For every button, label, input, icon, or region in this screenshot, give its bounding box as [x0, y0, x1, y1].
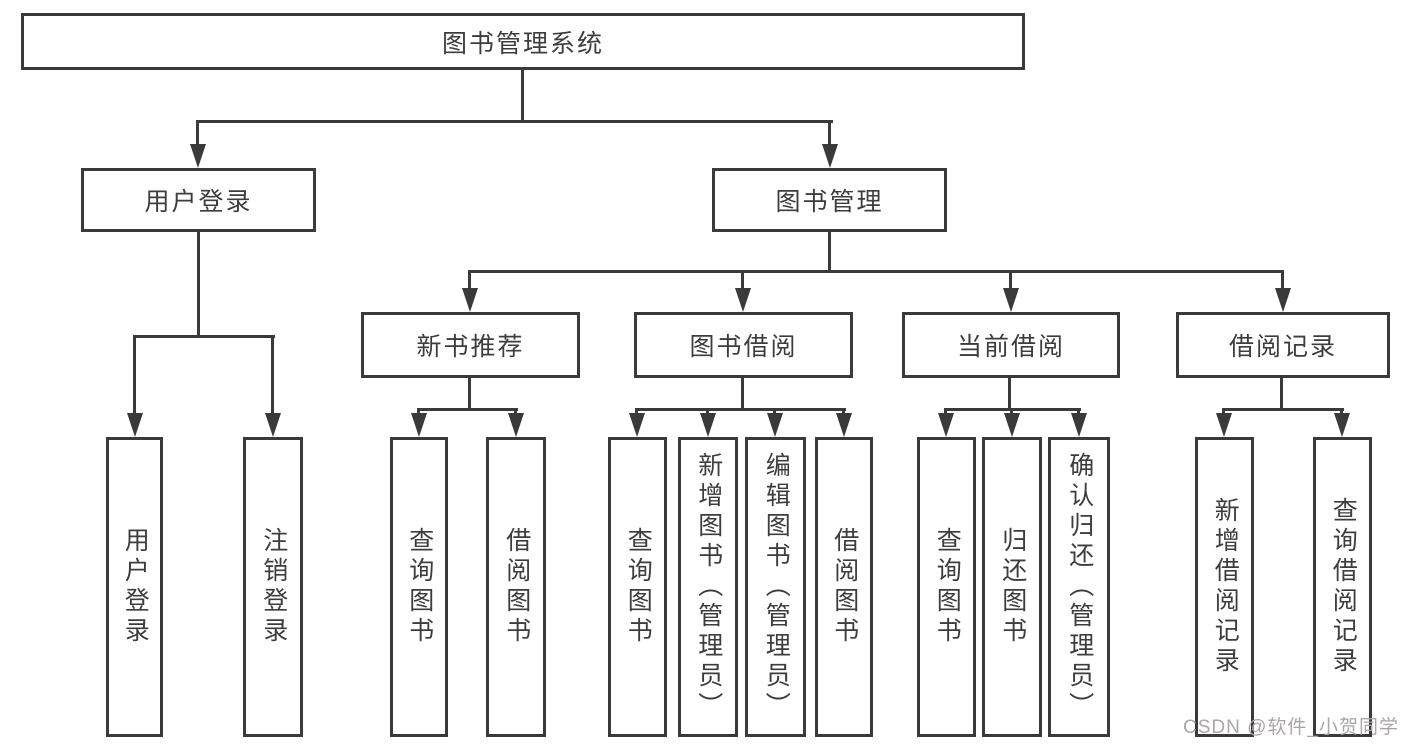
connector-br-add-drop	[1222, 408, 1225, 417]
leaf-bb-edit-books-admin: 编辑图书（管理员）	[745, 437, 806, 737]
leaf-cb-return-books-label: 归还图书	[998, 527, 1027, 647]
leaf-bb-add-books-admin: 新增图书（管理员）	[678, 437, 738, 737]
arrowhead-new-book	[462, 288, 478, 312]
arrowhead-cb-return	[1004, 413, 1020, 437]
connector-user-login-rail	[133, 335, 275, 338]
arrowhead-book-mgmt	[822, 144, 838, 168]
leaf-cb-return-books: 归还图书	[982, 437, 1042, 737]
leaf-cb-confirm-return-admin-label: 确认归还（管理员）	[1065, 452, 1094, 722]
leaf-cb-query-books: 查询图书	[917, 437, 976, 737]
connector-book-mgmt-drop	[828, 120, 831, 147]
node-book-management: 图书管理	[712, 168, 947, 232]
connector-current-borrow-stub	[1008, 378, 1011, 408]
leaf-nb-query-books-label: 查询图书	[405, 527, 434, 647]
arrowhead-leaf-user-login	[127, 413, 143, 437]
connector-level3-rail	[468, 270, 1284, 273]
arrowhead-user-login	[190, 144, 206, 168]
csdn-watermark: CSDN @软件_小贺同学	[1183, 717, 1399, 738]
node-current-borrowing-label: 当前借阅	[956, 333, 1065, 361]
leaf-user-login-label: 用户登录	[121, 527, 150, 647]
node-root: 图书管理系统	[21, 13, 1025, 70]
connector-new-book-stub	[468, 378, 471, 408]
arrowhead-bb-query	[629, 413, 645, 437]
leaf-br-query-record: 查询借阅记录	[1313, 437, 1372, 737]
arrowhead-leaf-logout	[265, 413, 281, 437]
leaf-nb-borrow-books-label: 借阅图书	[502, 527, 531, 647]
leaf-cb-query-books-label: 查询图书	[933, 527, 962, 647]
arrowhead-bb-edit	[767, 413, 783, 437]
connector-nb-borrow-drop	[514, 408, 517, 417]
connector-new-book-rail	[417, 408, 518, 411]
arrowhead-current-borrow	[1003, 288, 1019, 312]
connector-leaf-logout-drop	[271, 335, 274, 415]
connector-cb-confirm-drop	[1077, 408, 1080, 417]
arrowhead-book-borrow	[735, 288, 751, 312]
leaf-nb-borrow-books: 借阅图书	[486, 437, 546, 737]
leaf-br-query-record-label: 查询借阅记录	[1329, 497, 1358, 677]
arrowhead-nb-query	[411, 413, 427, 437]
leaf-bb-borrow-books: 借阅图书	[815, 437, 873, 737]
connector-book-borrow-stub	[741, 378, 744, 408]
connector-user-login-drop	[196, 120, 199, 147]
connector-book-borrow-drop	[741, 270, 744, 291]
arrowhead-cb-confirm	[1071, 413, 1087, 437]
connector-nb-query-drop	[417, 408, 420, 417]
arrowhead-bb-add	[700, 413, 716, 437]
connector-leaf-user-login-drop	[133, 335, 136, 415]
leaf-bb-query-books: 查询图书	[608, 437, 667, 737]
connector-cb-query-drop	[944, 408, 947, 417]
connector-bb-edit-drop	[773, 408, 776, 417]
leaf-nb-query-books: 查询图书	[390, 437, 448, 737]
connector-borrow-records-stub	[1280, 378, 1283, 408]
connector-user-login-stub	[197, 232, 200, 335]
leaf-user-login: 用户登录	[106, 437, 163, 737]
node-current-borrowing: 当前借阅	[902, 312, 1120, 378]
leaf-cb-confirm-return-admin: 确认归还（管理员）	[1048, 437, 1110, 737]
node-book-management-label: 图书管理	[775, 188, 884, 216]
arrowhead-bb-borrow	[836, 413, 852, 437]
connector-current-borrow-drop	[1009, 270, 1012, 291]
node-user-login: 用户登录	[81, 168, 316, 232]
node-book-borrowing: 图书借阅	[634, 312, 853, 378]
connector-br-query-drop	[1340, 408, 1343, 417]
arrowhead-br-add	[1216, 413, 1232, 437]
leaf-bb-add-books-admin-label: 新增图书（管理员）	[694, 452, 723, 722]
connector-book-borrow-rail	[635, 408, 846, 411]
connector-bb-add-drop	[706, 408, 709, 417]
node-new-book-recommend: 新书推荐	[361, 312, 580, 378]
leaf-br-add-record: 新增借阅记录	[1195, 437, 1254, 737]
node-user-login-label: 用户登录	[144, 188, 253, 216]
connector-book-mgmt-stub	[828, 232, 831, 270]
connector-bb-query-drop	[635, 408, 638, 417]
node-borrowing-records: 借阅记录	[1176, 312, 1390, 378]
arrowhead-borrow-records	[1275, 288, 1291, 312]
connector-borrow-records-drop	[1281, 270, 1284, 291]
connector-new-book-drop	[468, 270, 471, 291]
connector-root-stub	[521, 70, 524, 120]
node-root-label: 图书管理系统	[441, 29, 604, 58]
connector-bb-borrow-drop	[842, 408, 845, 417]
leaf-bb-query-books-label: 查询图书	[624, 527, 653, 647]
node-book-borrowing-label: 图书借阅	[689, 333, 798, 361]
connector-level2-rail	[196, 120, 833, 123]
leaf-bb-edit-books-admin-label: 编辑图书（管理员）	[762, 452, 791, 722]
arrowhead-nb-borrow	[508, 413, 524, 437]
leaf-bb-borrow-books-label: 借阅图书	[830, 527, 859, 647]
connector-borrow-records-rail	[1222, 408, 1344, 411]
node-borrowing-records-label: 借阅记录	[1228, 333, 1337, 361]
arrowhead-br-query	[1334, 413, 1350, 437]
connector-cb-return-drop	[1010, 408, 1013, 417]
leaf-logout-label: 注销登录	[259, 527, 288, 647]
leaf-br-add-record-label: 新增借阅记录	[1211, 497, 1240, 677]
leaf-logout: 注销登录	[243, 437, 303, 737]
arrowhead-cb-query	[938, 413, 954, 437]
node-new-book-recommend-label: 新书推荐	[416, 333, 525, 361]
